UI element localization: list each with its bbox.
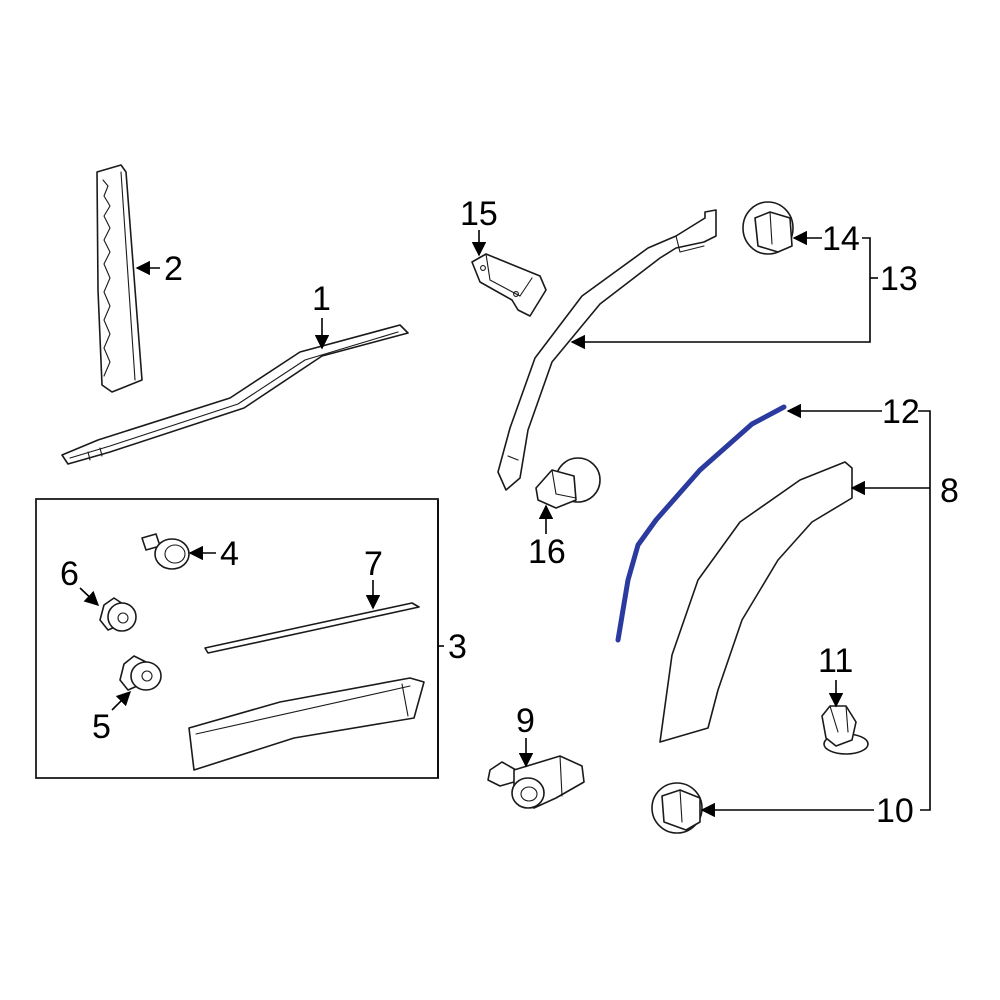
callout-7: 7: [364, 545, 383, 583]
callout-2: 2: [164, 250, 183, 288]
callout-15: 15: [460, 195, 498, 233]
part-12-weatherstrip[interactable]: [615, 404, 787, 643]
callout-labels: 1 2 3 4 5 6 7 8 9 10 11 12 13 14 15 16: [60, 195, 959, 830]
part-16-clip[interactable]: [535, 457, 601, 509]
callout-14: 14: [822, 220, 860, 258]
callout-1: 1: [312, 280, 331, 318]
callout-4: 4: [220, 535, 239, 573]
weatherstrip-highlight-path: [615, 404, 787, 643]
callout-11: 11: [818, 642, 853, 680]
callout-6: 6: [60, 555, 79, 593]
part-11-push-clip[interactable]: [821, 705, 869, 755]
part-4-bolt[interactable]: [141, 533, 190, 570]
part-9-sensor[interactable]: [487, 755, 585, 809]
callout-10: 10: [876, 792, 914, 830]
callout-9: 9: [516, 702, 535, 740]
part-2-pillar-garnish[interactable]: [96, 164, 143, 393]
part-8-garnish[interactable]: [659, 461, 853, 743]
callout-8: 8: [940, 472, 959, 510]
part-15-bracket[interactable]: [471, 253, 547, 317]
leader-lines: [79, 230, 931, 818]
part-10-grommet[interactable]: [651, 782, 703, 834]
part-1-moulding[interactable]: [61, 324, 409, 465]
part-7-strip[interactable]: [204, 602, 420, 654]
part-6-clip[interactable]: [99, 597, 137, 632]
callout-12: 12: [882, 393, 920, 431]
part-5-clip[interactable]: [119, 655, 162, 691]
part-13-rail-moulding[interactable]: [497, 209, 717, 491]
part-3-door-moulding[interactable]: [188, 677, 425, 771]
part-14-grommet[interactable]: [742, 201, 794, 255]
callout-5: 5: [92, 708, 111, 746]
callout-13: 13: [880, 260, 918, 298]
callout-3: 3: [448, 628, 467, 666]
callout-16: 16: [528, 533, 566, 571]
